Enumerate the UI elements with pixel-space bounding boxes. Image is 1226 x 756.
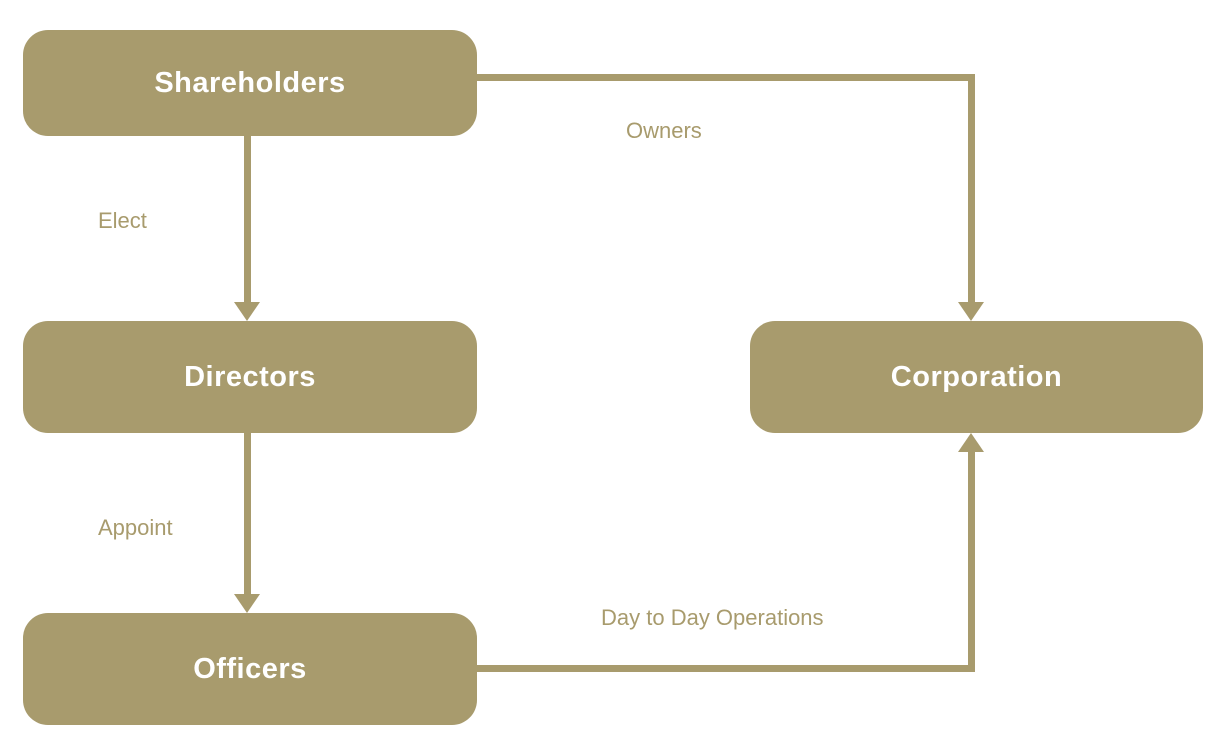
node-officers: Officers: [23, 613, 477, 725]
appoint-edge-label: Appoint: [98, 515, 173, 540]
appoint-arrowhead-icon: [234, 594, 260, 613]
node-shareholders: Shareholders: [23, 30, 477, 136]
owners-edge-label: Owners: [626, 118, 702, 143]
owners-arrowhead-icon: [958, 302, 984, 321]
node-corporation: Corporation: [750, 321, 1203, 433]
day-to-day-arrowhead-icon: [958, 433, 984, 452]
elect-arrowhead-icon: [234, 302, 260, 321]
owners-arrow-horizontal-shaft: [477, 74, 975, 81]
appoint-arrow-shaft: [244, 433, 251, 595]
day-to-day-edge-label: Day to Day Operations: [601, 605, 824, 630]
owners-arrow-vertical-shaft: [968, 74, 975, 303]
elect-arrow-shaft: [244, 136, 251, 303]
day-to-day-arrow-horizontal-shaft: [477, 665, 975, 672]
node-directors: Directors: [23, 321, 477, 433]
elect-edge-label: Elect: [98, 208, 147, 233]
day-to-day-arrow-vertical-shaft: [968, 451, 975, 672]
